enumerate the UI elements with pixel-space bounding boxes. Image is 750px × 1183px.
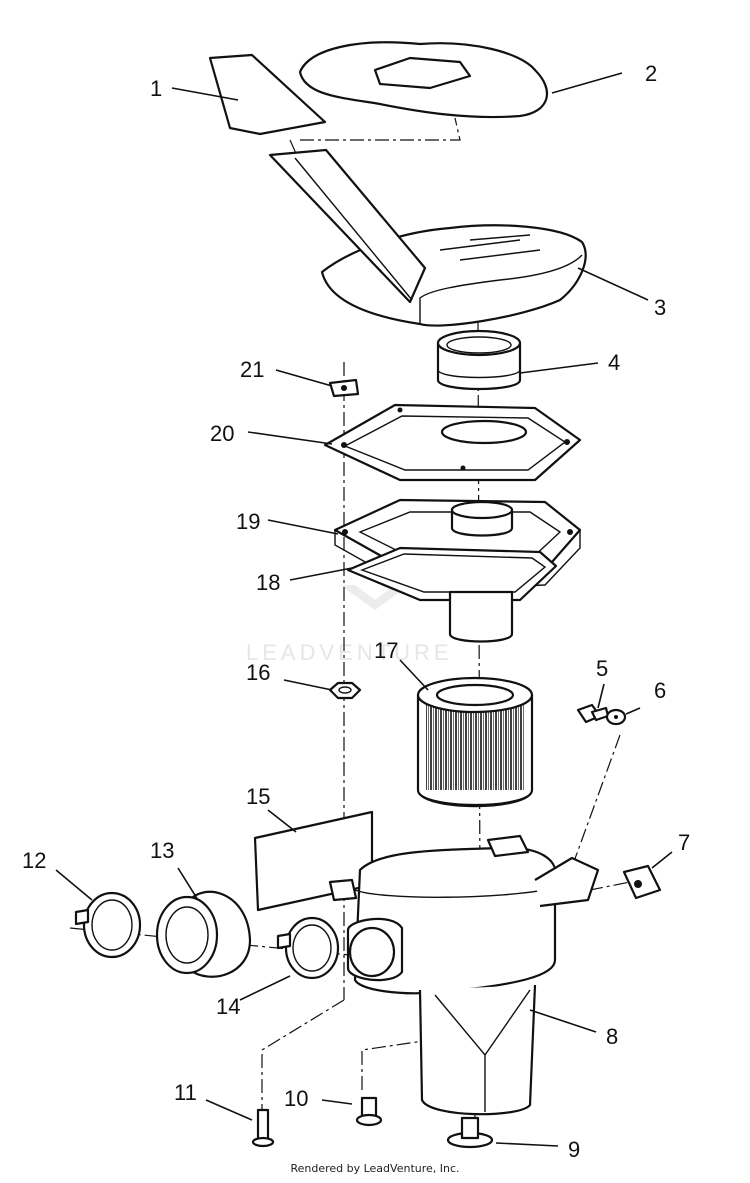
grommet [355,1096,383,1127]
watermark: LEADVENTURE [246,585,453,665]
intake-coupler [436,329,522,391]
part-number-6: 6 [654,678,666,703]
part-number-15: 15 [246,784,270,809]
watermark-text: LEADVENTURE [246,640,453,665]
leader-lines [55,72,673,1147]
gasket [346,546,558,602]
part-number-7: 7 [678,830,690,855]
part-number-4: 4 [608,350,620,375]
part-number-9: 9 [568,1137,580,1162]
screw [251,1108,275,1148]
bolt [576,703,610,724]
footer-credit: Rendered by LeadVenture, Inc. [290,1162,460,1175]
hose-clamp-large [74,891,142,959]
hose-clamp-small [276,916,340,980]
part-number-5: 5 [596,656,608,681]
part-number-1: 1 [150,76,162,101]
cover-plate [323,403,582,482]
part-number-19: 19 [236,509,260,534]
part-number-21: 21 [240,357,264,382]
part-number-14: 14 [216,994,240,1019]
drain-valve [446,1116,494,1149]
filter-element [416,676,534,808]
clamp-nut [622,864,662,900]
air-box [328,834,600,1116]
part-number-2: 2 [645,61,657,86]
retaining-clip [328,378,360,398]
part-number-8: 8 [606,1024,618,1049]
part-number-17: 17 [374,638,398,663]
part-number-10: 10 [284,1086,308,1111]
intake-boot [155,890,252,978]
part-number-18: 18 [256,570,280,595]
part-number-12: 12 [22,848,46,873]
part-number-11: 11 [174,1080,197,1105]
foam-prefilter [298,41,549,119]
part-number-16: 16 [246,660,270,685]
part-number-3: 3 [654,295,666,320]
foam-insert [208,53,327,136]
part-number-labels: 1 2 3 4 21 20 19 18 17 16 5 6 7 15 12 13… [22,61,690,1162]
hex-nut [328,681,362,700]
part-number-13: 13 [150,838,174,863]
intake-cover [268,148,587,327]
lid-outlet-tube [448,590,514,643]
part-number-20: 20 [210,421,234,446]
washer [605,708,627,726]
